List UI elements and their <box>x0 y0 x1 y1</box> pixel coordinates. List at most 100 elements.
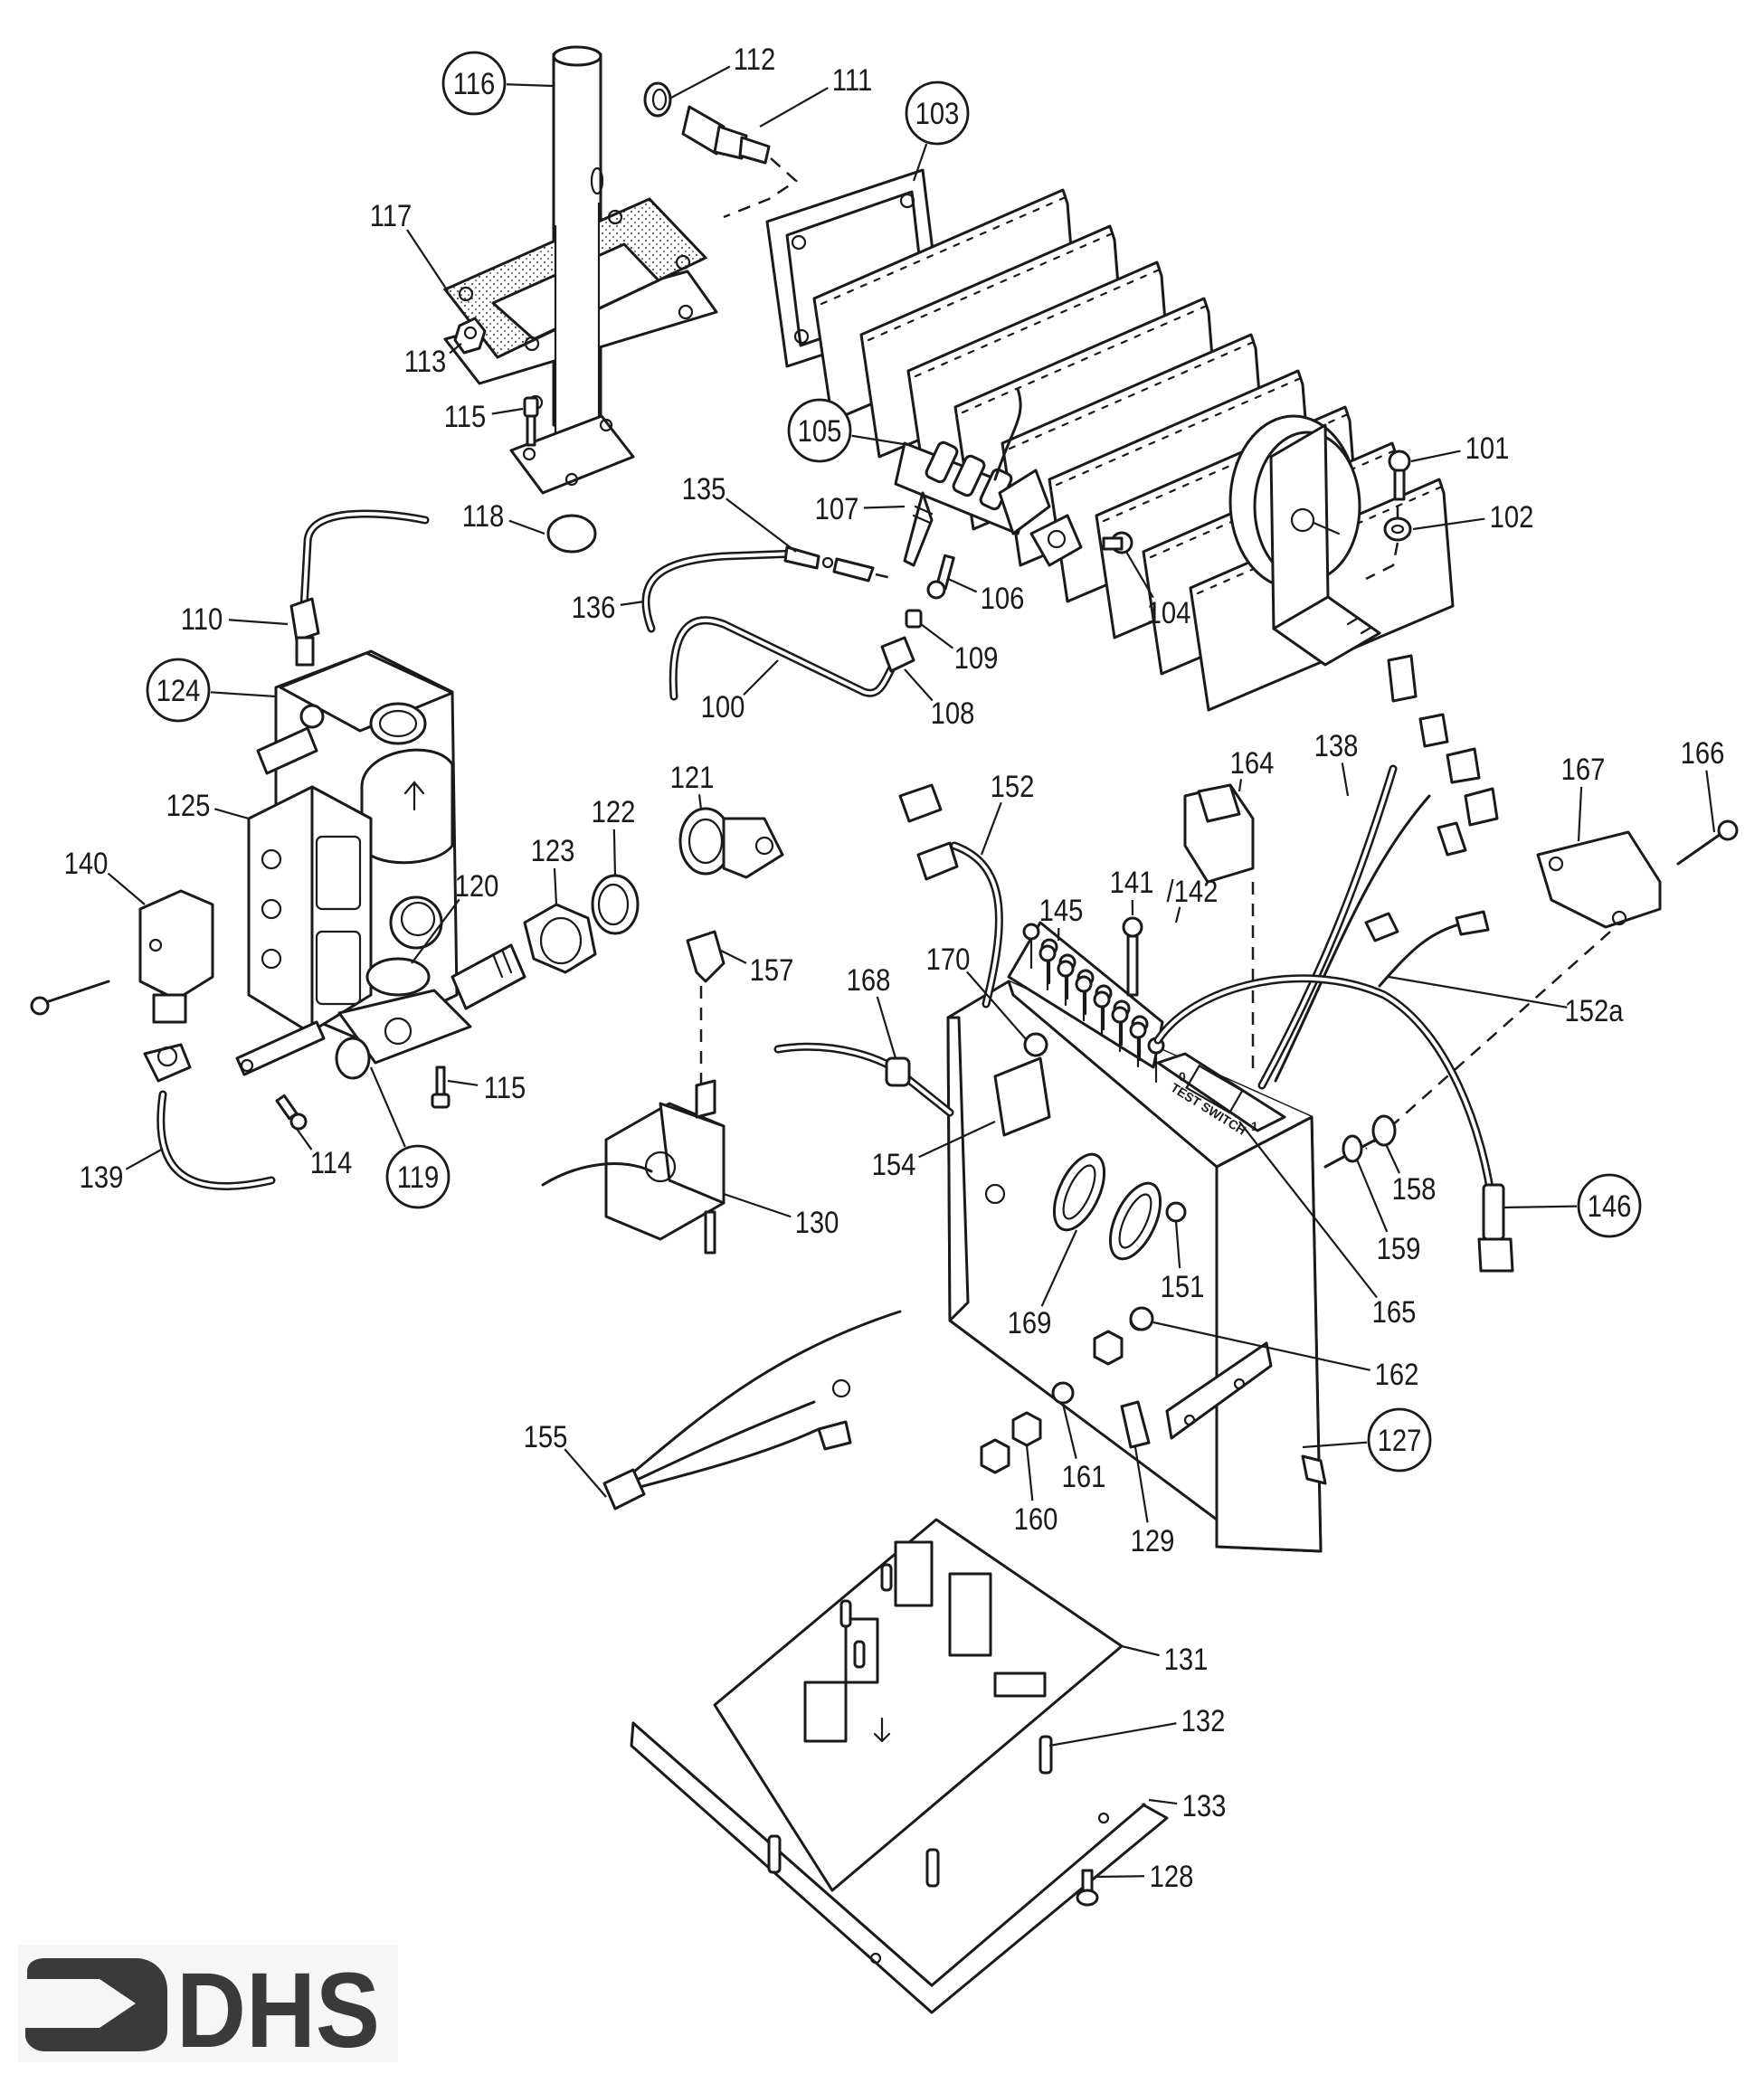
callout-122: 122 <box>592 794 636 876</box>
callout-number: 114 <box>310 1145 353 1180</box>
wire-harnesses <box>898 654 1739 1273</box>
pcb-component <box>844 1617 879 1684</box>
leader-line <box>876 996 897 1059</box>
callout-number: 166 <box>1681 735 1725 771</box>
callout-number: 154 <box>872 1147 916 1182</box>
callout-142: /142 <box>1167 874 1219 923</box>
leader-line <box>759 87 829 128</box>
callout-ring <box>146 658 211 723</box>
callout-141: 141 <box>1110 865 1154 916</box>
terminal-screw <box>1111 1006 1129 1024</box>
pcb-component <box>894 1540 934 1607</box>
terminal-screw <box>1038 944 1057 962</box>
pcb-component <box>993 1672 1047 1698</box>
leader-line <box>1152 1321 1370 1371</box>
callout-106: 106 <box>947 577 1024 616</box>
leader-line <box>1355 1159 1389 1233</box>
callout-105: 105 <box>787 398 910 463</box>
leader-line <box>210 691 277 698</box>
leader-line <box>718 949 747 964</box>
callout-114: 114 <box>296 1128 353 1180</box>
pcb-and-tray <box>630 1518 1169 2014</box>
callout-121: 121 <box>670 760 714 810</box>
leader-line <box>920 623 954 649</box>
leader-line <box>213 808 250 820</box>
leader-line <box>564 1448 607 1498</box>
callout-number: 136 <box>572 590 616 625</box>
callout-number: 133 <box>1182 1788 1227 1823</box>
callout-110: 110 <box>181 601 289 637</box>
callout-154: 154 <box>872 1121 996 1182</box>
callout-number: 122 <box>592 794 636 829</box>
gas-valve <box>235 649 526 1080</box>
callout-ring <box>441 51 507 116</box>
callout-number: 115 <box>484 1070 526 1105</box>
callout-169: 169 <box>1008 1229 1078 1340</box>
callout-number: 159 <box>1377 1231 1421 1266</box>
leader-line <box>612 829 617 876</box>
callout-146: 146 <box>1503 1173 1642 1238</box>
callout-116: 116 <box>441 51 555 116</box>
overheat-switch <box>541 930 726 1255</box>
pcb-capacitor <box>853 1640 866 1669</box>
leader-line <box>1410 450 1461 463</box>
leader-line <box>723 1192 792 1218</box>
leader-line <box>553 867 558 905</box>
callout-152: 152 <box>980 769 1035 856</box>
dhs-logo: DHS <box>18 1945 398 2070</box>
leader-line <box>491 407 524 415</box>
callout-165: 165 <box>1238 1121 1416 1330</box>
callout-145: 145 <box>1039 893 1084 942</box>
leader-line <box>1238 779 1243 792</box>
callout-100: 100 <box>701 659 779 724</box>
callout-number: 141 <box>1110 865 1154 900</box>
leader-line <box>369 1066 406 1148</box>
callout-118: 118 <box>462 498 545 535</box>
leader-line <box>411 898 460 964</box>
callout-number: 152 <box>991 769 1035 804</box>
arrow-bracket-icon <box>25 1958 167 2051</box>
callout-number: 145 <box>1039 893 1084 928</box>
callout-162: 162 <box>1152 1321 1418 1392</box>
leader-line <box>1174 906 1181 923</box>
callout-ring <box>1577 1173 1642 1238</box>
callout-124: 124 <box>146 658 277 723</box>
burner-assembly <box>765 168 1455 712</box>
callout-138: 138 <box>1314 728 1358 797</box>
callout-number: 124 <box>156 673 201 708</box>
callout-number: 160 <box>1014 1501 1058 1537</box>
callout-number: /142 <box>1167 874 1219 909</box>
callout-number: 125 <box>166 788 211 823</box>
leader-line <box>1148 1798 1178 1805</box>
callout-number: 118 <box>462 498 505 534</box>
callout-number: 112 <box>734 42 776 77</box>
leader-line <box>506 83 555 88</box>
callout-number: 113 <box>404 344 447 379</box>
callout-number: 170 <box>926 942 971 977</box>
blade-ports <box>1008 340 1256 450</box>
leader-line <box>1174 1220 1181 1269</box>
callout-ring <box>787 398 852 463</box>
leader-line <box>449 343 462 355</box>
leader-line <box>1302 1441 1368 1449</box>
leader-line <box>447 1079 479 1086</box>
leader-line <box>1341 762 1350 797</box>
blade-ports <box>961 304 1209 414</box>
callout-number: 109 <box>954 640 999 676</box>
callout-number: 115 <box>444 399 487 434</box>
callout-123: 123 <box>531 833 575 905</box>
callout-159: 159 <box>1355 1159 1421 1266</box>
callout-number: 157 <box>750 952 794 988</box>
leader-line <box>296 1128 313 1151</box>
blade-ports <box>914 268 1162 378</box>
callout-number: 119 <box>397 1160 440 1195</box>
terminal-screw <box>1057 960 1075 978</box>
callout-168: 168 <box>847 962 897 1059</box>
logo-text: DHS <box>176 1951 380 2062</box>
callout-170: 170 <box>926 942 1028 1041</box>
callout-number: 123 <box>531 833 575 868</box>
leader-line <box>1388 975 1568 1009</box>
leader-line <box>125 1148 164 1170</box>
callout-number: 129 <box>1131 1523 1175 1558</box>
